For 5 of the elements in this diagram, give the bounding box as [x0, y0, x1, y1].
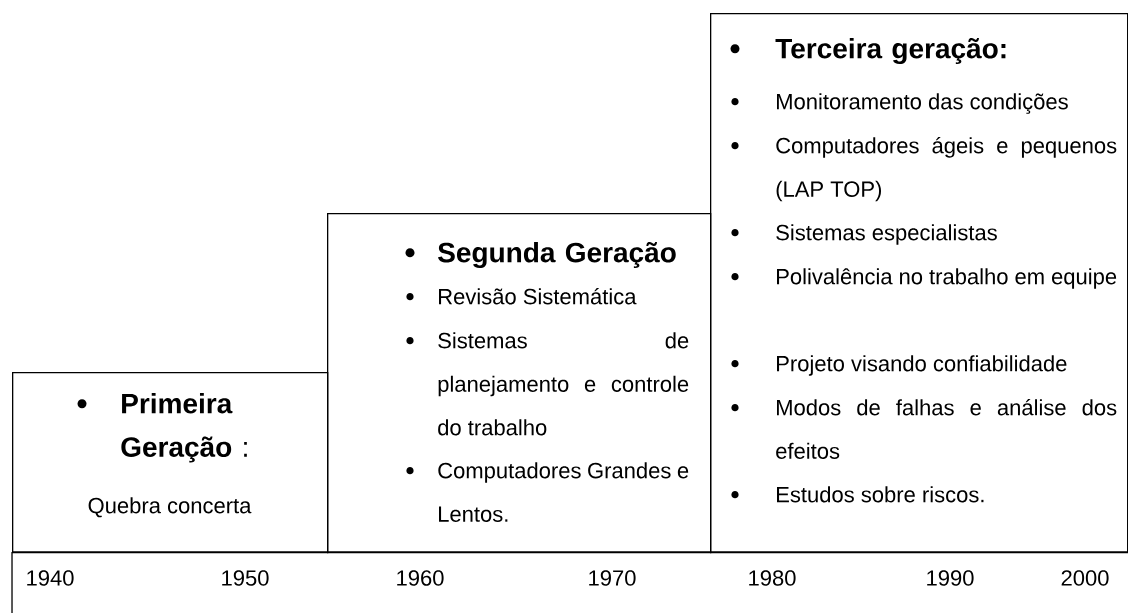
generation-box: Terceira geração: Monitoramento das condições Computadores ágeis e pequenos (LAP TOP) Sistemas especialistas Polivalência no trabalho em equipe Projeto visando confiabilidade Modos de falhas e análise dos efeitos Estudos sobre riscos. [710, 13, 1128, 554]
year-label: 1980 [749, 570, 796, 586]
year-label: 1950 [222, 570, 269, 586]
generation-box: Primeira Geração : Quebra concerta [12, 372, 329, 554]
generation-box: Segunda Geração Revisão Sistemática Sistemas de planejamento e controle do trabalho Computadores Grandes e Lentos. [327, 213, 712, 554]
